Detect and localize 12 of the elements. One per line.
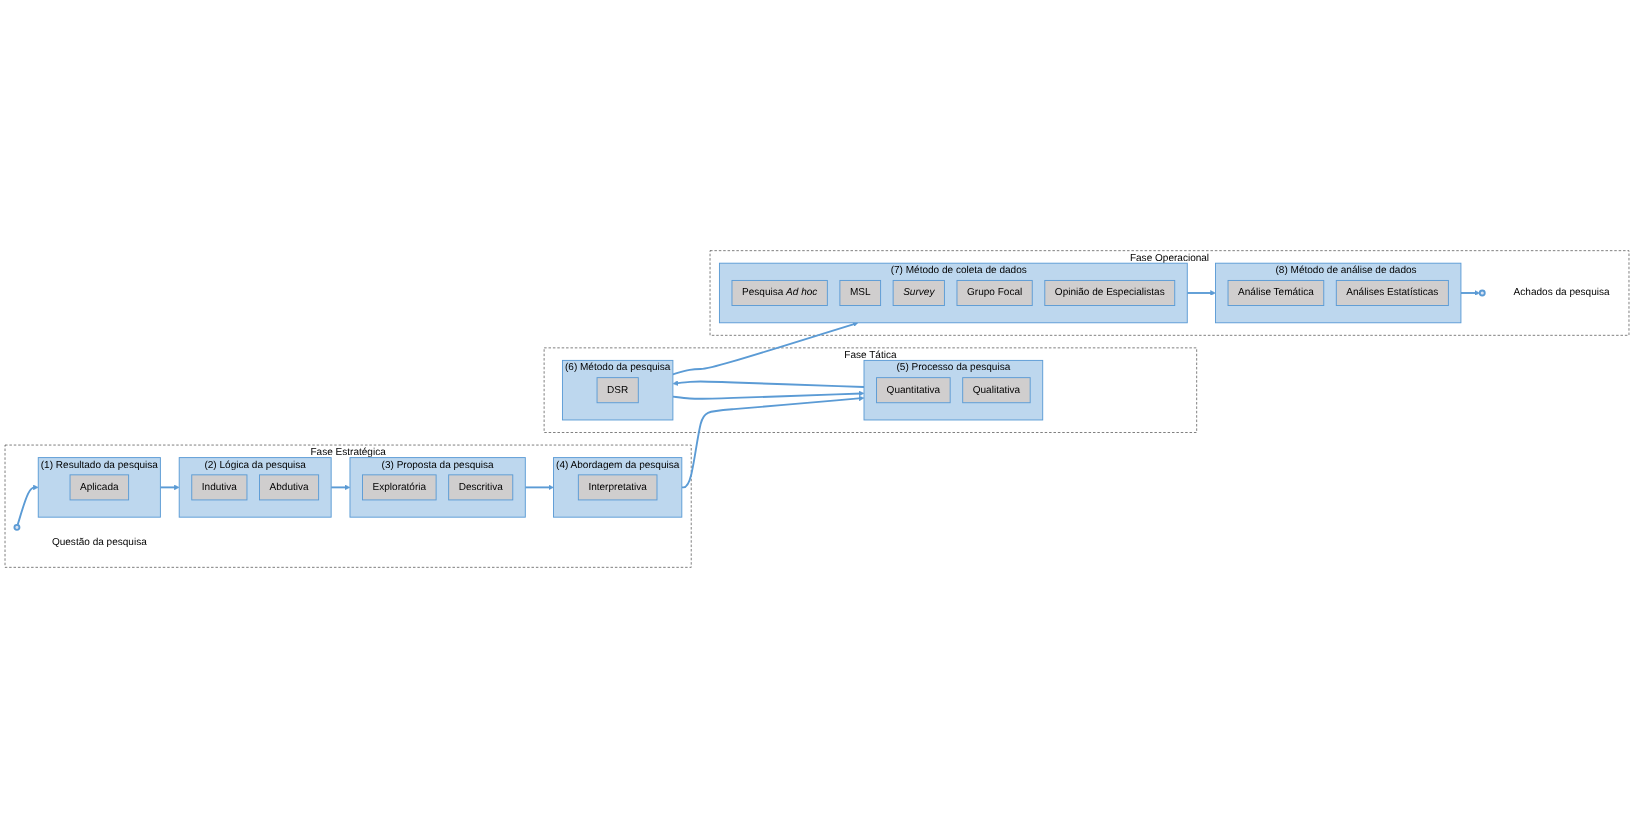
arrow	[16, 484, 39, 526]
arrow	[524, 484, 554, 491]
arrow	[159, 484, 180, 491]
arrow	[330, 484, 351, 491]
arrow	[1460, 290, 1480, 296]
node-circle	[13, 523, 21, 531]
arrow	[671, 321, 859, 376]
arrow	[680, 395, 865, 489]
arrow	[671, 390, 865, 400]
arrow	[672, 380, 865, 388]
arrow	[1186, 290, 1216, 296]
node-circle	[1478, 289, 1486, 297]
